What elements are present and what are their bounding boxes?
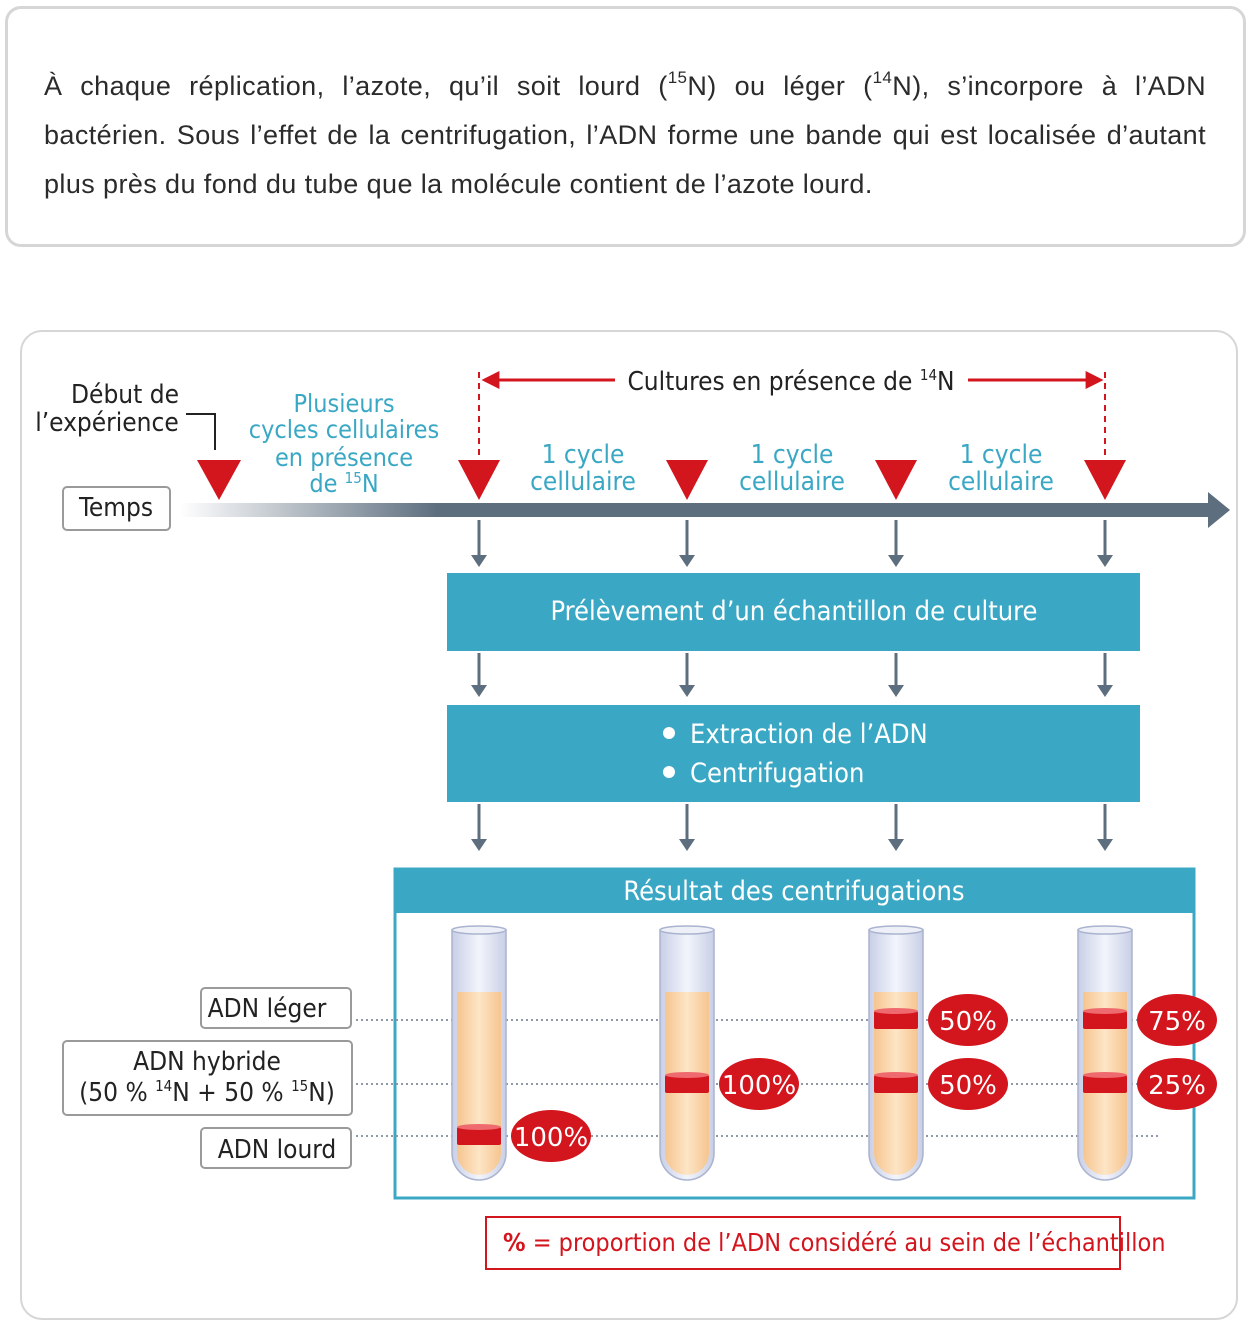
svg-text:cellulaire: cellulaire	[948, 467, 1054, 497]
sample-marker-triangle	[458, 460, 500, 500]
timeline-arrowhead	[1208, 492, 1230, 528]
percentage-badge: 50%	[928, 1058, 1008, 1110]
dna-band	[874, 1008, 918, 1029]
dna-band	[1083, 1008, 1127, 1029]
svg-text:Temps: Temps	[78, 493, 153, 523]
percentage-label: 75%	[1148, 1007, 1206, 1037]
legend-text: = proportion de l’ADN considéré au sein …	[526, 1228, 1166, 1257]
dna-band	[457, 1124, 501, 1145]
percentage-badge: 100%	[719, 1058, 799, 1110]
heavy-dna-label: ADN lourd	[200, 1127, 352, 1169]
percentage-label: 25%	[1148, 1071, 1206, 1101]
hybrid-dna-label: ADN hybride (50 % 14N + 50 % 15N)	[62, 1040, 353, 1116]
svg-text:en présence: en présence	[275, 443, 413, 472]
svg-text:de 15N: de 15N	[309, 469, 378, 498]
svg-text:l’expérience: l’expérience	[35, 408, 179, 438]
svg-text:cycles cellulaires: cycles cellulaires	[249, 415, 440, 444]
percentage-badge: 25%	[1137, 1058, 1217, 1110]
svg-text:ADN lourd: ADN lourd	[218, 1135, 337, 1165]
flow-arrows	[471, 804, 1113, 851]
start-marker-triangle	[197, 460, 241, 500]
experiment-start-label: Début de l’expérience	[35, 380, 216, 450]
cycle-label: 1 cycle cellulaire	[948, 440, 1054, 497]
svg-text:(50 % 14N + 50 % 15N): (50 % 14N + 50 % 15N)	[79, 1077, 335, 1108]
time-label: Temps	[62, 486, 171, 531]
dna-band	[1083, 1072, 1127, 1093]
intro-paragraph: À chaque réplication, l’azote, qu’il soi…	[44, 68, 1206, 199]
intro-box	[5, 6, 1246, 247]
light-dna-label: ADN léger	[200, 987, 352, 1029]
centrifuge-tube: 100%	[451, 925, 591, 1181]
percentage-label: 100%	[514, 1123, 588, 1153]
sample-marker-triangle	[875, 460, 917, 500]
percentage-label: 50%	[939, 1071, 997, 1101]
svg-text:cellulaire: cellulaire	[530, 467, 636, 497]
svg-text:Prélèvement d’un échantillon d: Prélèvement d’un échantillon de culture	[551, 596, 1038, 627]
centrifuge-tube: 100%	[659, 925, 799, 1181]
svg-text:Plusieurs: Plusieurs	[293, 389, 394, 418]
centrifuge-tube: 50% 50%	[868, 925, 1008, 1181]
dna-band	[665, 1072, 709, 1093]
extraction-label: Extraction de l’ADN	[690, 719, 928, 750]
flow-arrows	[471, 520, 1113, 567]
percentage-badge: 50%	[928, 994, 1008, 1046]
sample-marker-triangle	[1084, 460, 1126, 500]
cycle-label: 1 cycle cellulaire	[739, 440, 845, 497]
svg-text:1 cycle: 1 cycle	[542, 440, 625, 470]
flow-arrows	[471, 653, 1113, 697]
svg-text:ADN hybride: ADN hybride	[133, 1047, 281, 1077]
legend: % = proportion de l’ADN considéré au sei…	[485, 1216, 1166, 1270]
pre-cycles-label: Plusieurs cycles cellulaires en présence…	[249, 389, 440, 498]
sample-marker-triangle	[666, 460, 708, 500]
centrifugation-label: Centrifugation	[690, 758, 864, 789]
sampling-step-box: Prélèvement d’un échantillon de culture	[447, 573, 1140, 651]
percentage-badge: 75%	[1137, 994, 1217, 1046]
centrifuge-tube: 75% 25%	[1077, 925, 1217, 1181]
legend-symbol: %	[503, 1228, 526, 1257]
timeline-axis	[180, 492, 1230, 528]
svg-text:cellulaire: cellulaire	[739, 467, 845, 497]
svg-text:1 cycle: 1 cycle	[751, 440, 834, 470]
cycle-label: 1 cycle cellulaire	[530, 440, 636, 497]
cultures-bracket: Cultures en présence de 14N	[478, 366, 1106, 458]
svg-text:Résultat des centrifugations: Résultat des centrifugations	[623, 876, 964, 907]
percentage-badge: 100%	[511, 1110, 591, 1162]
extraction-step-box: Extraction de l’ADN Centrifugation	[447, 705, 1140, 802]
dna-band	[874, 1072, 918, 1093]
svg-text:ADN léger: ADN léger	[208, 994, 327, 1024]
percentage-label: 100%	[722, 1071, 796, 1101]
percentage-label: 50%	[939, 1007, 997, 1037]
cultures-label: Cultures en présence de 14N	[627, 366, 954, 397]
svg-text:1 cycle: 1 cycle	[960, 440, 1043, 470]
svg-text:% = proportion de l’ADN consid: % = proportion de l’ADN considéré au sei…	[503, 1228, 1166, 1257]
svg-text:Début de: Début de	[71, 380, 179, 410]
